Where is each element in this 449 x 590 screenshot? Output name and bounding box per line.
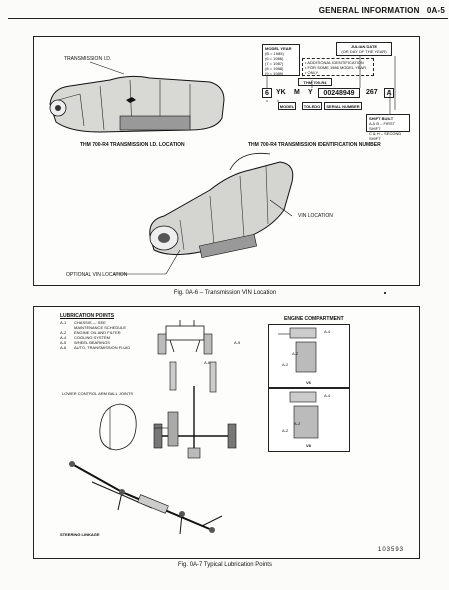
caption-id-number: THM 700-R4 TRANSMISSION IDENTIFICATION N… <box>248 142 381 148</box>
v6-a2-label-left: A-2 <box>282 362 289 367</box>
caption-id-location: THM 700-R4 TRANSMISSION I.D. LOCATION <box>80 142 185 148</box>
label-a6: A-6 <box>204 360 211 365</box>
transmission-side-drawing <box>49 61 225 133</box>
id-number-row: 6 YK M Y 00248949 267 A <box>262 88 412 100</box>
legend-item: MAINTENANCE SCHEDULE <box>74 325 127 330</box>
stray-mark <box>384 292 386 294</box>
lower-control-arm-drawing <box>99 403 179 451</box>
id-serial: 00248949 <box>318 88 360 98</box>
additional-id-box: • ADDITIONAL IDENTIFICATION • FOR SOME 1… <box>302 58 374 76</box>
transmission-id-label: TRANSMISSION I.D. <box>64 56 112 62</box>
chassis-lube-drawing <box>153 320 237 459</box>
v8-a4-label: A-4 <box>324 393 331 398</box>
id-plant-code: M <box>294 89 300 96</box>
v8-label: V8 <box>306 443 311 448</box>
lubrication-title: LUBRICATION POINTS <box>60 313 115 319</box>
thm-label-box: THM 700-R4 <box>298 78 332 86</box>
lower-control-arm-label: LOWER CONTROL ARM BALL JOINTS <box>62 391 134 396</box>
steering-linkage-label: STEERING LINKAGE <box>60 532 100 537</box>
engine-compartment-title: ENGINE COMPARTMENT <box>284 316 344 322</box>
id-letter: Y <box>308 89 313 96</box>
julian-date-box: JULIAN DATE (OR DAY OF THE YEAR) <box>336 42 392 56</box>
header-rule <box>8 18 448 19</box>
id-model-code: YK <box>276 89 286 96</box>
v8-a2-label-right: A-2 <box>294 421 301 426</box>
shift-built-box: SHIFT BUILT A & B – FIRST SHIFT C & H – … <box>366 114 410 141</box>
page-header: GENERAL INFORMATION 0A-5 <box>270 6 445 18</box>
v6-label: V6 <box>306 380 311 385</box>
figure-lubrication-panel <box>33 306 420 559</box>
figure-caption-lubrication: Fig. 0A-7 Typical Lubrication Points <box>178 562 272 568</box>
steering-linkage-drawing <box>69 461 223 535</box>
transmission-perspective-drawing <box>149 152 294 275</box>
model-label-box: MODEL <box>278 102 296 110</box>
label-a5: A-5 <box>234 340 241 345</box>
v8-a2-label-left: A-2 <box>282 428 289 433</box>
vin-location-label: VIN LOCATION <box>298 213 333 219</box>
id-shift: A <box>384 88 394 98</box>
header-title: GENERAL INFORMATION <box>318 6 420 15</box>
model-year-box: MODEL YEAR (B = 1985) (6 = 1986) (7 = 19… <box>262 44 300 76</box>
reference-number: 103593 <box>378 547 405 553</box>
figure-caption-transmission: Fig. 0A-6 – Transmission VIN Location <box>173 290 277 296</box>
serial-label-box: SERIAL NUMBER <box>324 102 362 110</box>
id-model-year: 6 <box>262 88 272 98</box>
optional-vin-leader <box>114 273 166 275</box>
v6-a4-label: A-4 <box>324 329 331 334</box>
id-diagram-leader-lines <box>266 56 396 114</box>
plant-label-box: TOLEDO <box>302 102 322 110</box>
v6-a2-label-right: A-2 <box>292 351 299 356</box>
header-page-number: 0A-5 <box>426 6 445 15</box>
optional-vin-label: OPTIONAL VIN LOCATION <box>66 272 128 278</box>
engine-diagrams <box>278 327 319 439</box>
id-julian: 267 <box>366 89 378 96</box>
